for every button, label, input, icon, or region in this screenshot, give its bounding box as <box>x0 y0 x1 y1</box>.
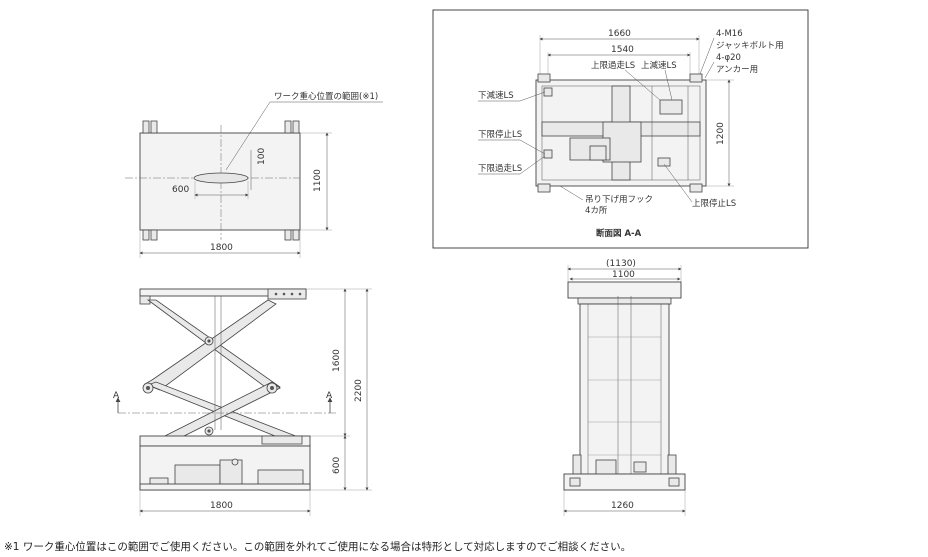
section-frame <box>432 9 809 249</box>
dim-side-upper: 1600 <box>332 349 342 372</box>
section-caption: 断面図 A-A <box>596 228 642 239</box>
label-hook-1: 吊り下げ用フック <box>585 195 653 205</box>
label-lower-stop: 下限停止LS <box>478 129 522 140</box>
dim-side-total: 2200 <box>354 379 364 402</box>
dim-front-base: 1260 <box>611 501 634 511</box>
front-base <box>563 473 686 491</box>
dim-top-height: 1100 <box>313 169 323 192</box>
label-upper-overrun: 上限過走LS <box>591 60 635 71</box>
section-mark-right: A <box>326 391 333 401</box>
label-anchor-2: アンカー用 <box>716 65 758 75</box>
top-view: 600 100 ワーク重心位置の範囲(※1) 1100 1800 <box>125 91 383 258</box>
label-lower-decel: 下減速LS <box>478 90 514 101</box>
front-view: (1130) 1100 1260 <box>563 259 686 516</box>
label-upper-stop: 上限停止LS <box>692 198 736 209</box>
section-mark-left: A <box>113 391 120 401</box>
dim-front-inner: 1100 <box>612 270 635 280</box>
dim-section-inner: 1540 <box>611 45 634 55</box>
front-column <box>579 303 670 475</box>
cg-range-ellipse <box>193 172 249 184</box>
dim-range-y: 100 <box>257 148 267 165</box>
footnote: ※1 ワーク重心位置はこの範囲でご使用ください。この範囲を外れてご使用になる場合… <box>4 541 632 553</box>
side-view: A A 1600 600 2200 1800 <box>113 288 372 516</box>
dim-top-width: 1800 <box>210 243 233 253</box>
corner-brackets <box>142 120 300 241</box>
label-lower-overrun: 下限過走LS <box>478 163 522 174</box>
dim-side-width: 1800 <box>210 501 233 511</box>
dim-front-outer: (1130) <box>606 259 636 269</box>
label-hook-2: 4カ所 <box>585 205 608 216</box>
dim-section-height: 1200 <box>716 122 726 145</box>
motor-unit <box>174 464 221 486</box>
cg-range-callout: ワーク重心位置の範囲(※1) <box>274 91 378 102</box>
label-bolt-2: ジャッキボルト用 <box>716 41 784 51</box>
dim-range-x: 600 <box>172 185 189 195</box>
label-bolt-1: 4-M16 <box>716 29 743 39</box>
dim-section-outer: 1660 <box>608 29 631 39</box>
label-upper-decel: 上減速LS <box>641 60 677 71</box>
scissor-arms <box>142 296 307 481</box>
section-view: 1660 1540 1200 4-M16 ジャッキボルト用 4-φ20 アンカー… <box>432 9 809 249</box>
front-table-top <box>567 281 682 299</box>
dim-side-lower: 600 <box>332 457 342 474</box>
label-anchor-1: 4-φ20 <box>716 53 741 63</box>
